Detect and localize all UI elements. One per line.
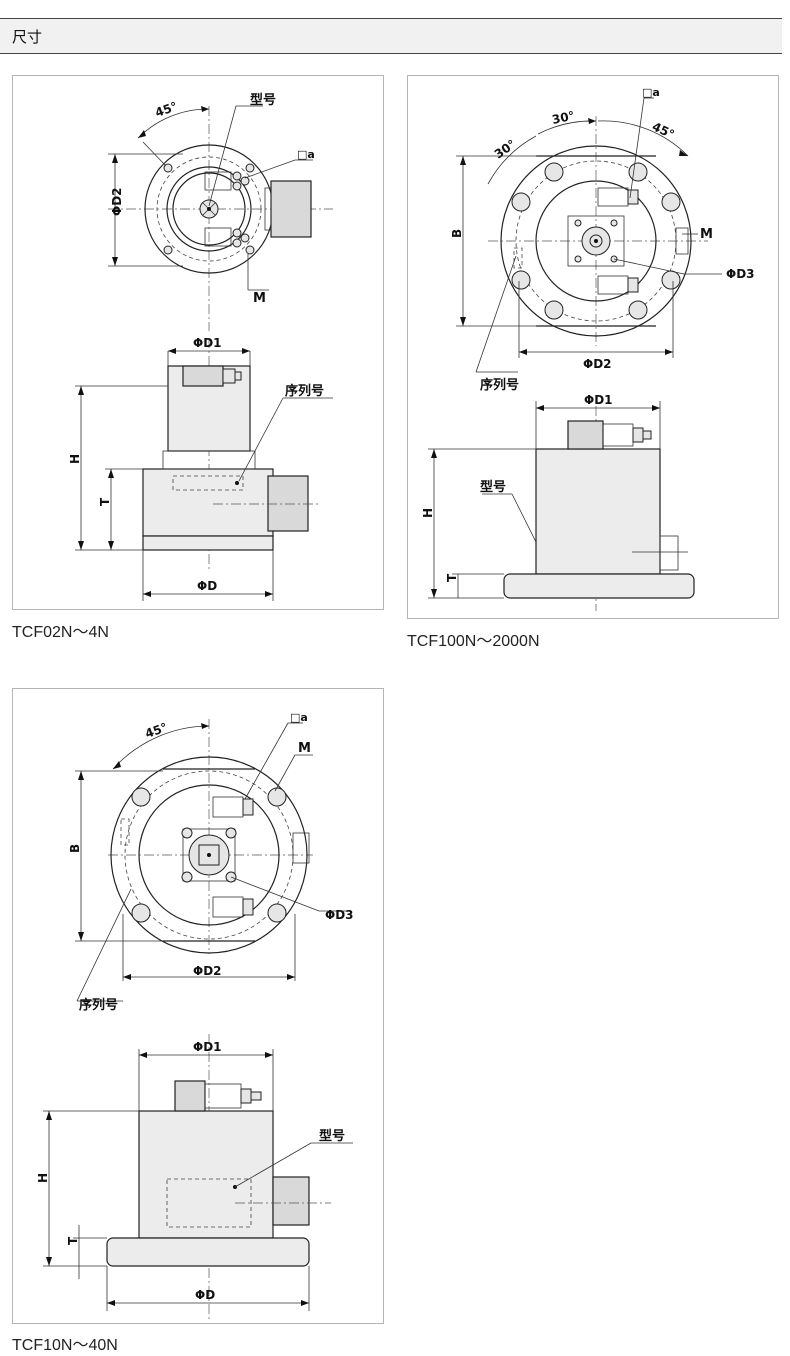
drawing-panel-tcf100: 30° 30° 45° □a M ΦD3 B ΦD2 序列号 ΦD1	[407, 75, 779, 619]
label-t: T	[98, 497, 112, 506]
label-phi-d2: ΦD2	[583, 357, 612, 371]
label-t: T	[445, 573, 459, 582]
label-m: M	[253, 291, 266, 306]
label-m: M	[700, 227, 713, 242]
label-t: T	[66, 1236, 80, 1245]
label-phi-d3: ΦD3	[726, 267, 755, 281]
label-model: 型号	[480, 479, 506, 495]
label-phi-d1: ΦD1	[193, 336, 222, 350]
label-sq-a: □a	[297, 148, 315, 161]
drawing-panel-tcf10: 45° □a M ΦD3 B ΦD2 序列号	[12, 688, 384, 1324]
caption-tcf02: TCF02N～4N	[12, 624, 109, 641]
drawing-panel-tcf02: 45° 型号 □a ΦD2 M	[12, 75, 384, 610]
top-view	[108, 105, 333, 331]
label-serial: 序列号	[285, 383, 324, 399]
label-phi-d1: ΦD1	[584, 393, 613, 407]
label-angle-30-top: 30°	[551, 109, 576, 127]
side-view	[43, 1034, 353, 1319]
label-b: B	[68, 844, 82, 853]
label-angle-45: 45°	[650, 119, 676, 141]
label-serial: 序列号	[480, 377, 519, 393]
side-view	[75, 338, 333, 601]
label-phi-d: ΦD	[197, 579, 217, 593]
label-h: H	[36, 1173, 50, 1183]
label-m: M	[298, 741, 311, 756]
label-h: H	[68, 454, 82, 464]
label-b: B	[450, 229, 464, 238]
label-serial: 序列号	[79, 997, 118, 1013]
section-title: 尺寸	[12, 28, 43, 46]
label-sq-a: □a	[642, 86, 660, 99]
label-angle-45: 45°	[143, 720, 169, 741]
label-phi-d2: ΦD2	[110, 187, 124, 216]
top-view	[75, 719, 351, 1002]
section-header: 尺寸	[0, 18, 782, 54]
label-angle-30-left: 30°	[492, 137, 519, 161]
drawing-tcf02: 45° 型号 □a ΦD2 M	[68, 92, 333, 601]
label-phi-d3: ΦD3	[325, 908, 354, 922]
label-phi-d2: ΦD2	[193, 964, 222, 978]
drawing-tcf10: 45° □a M ΦD3 B ΦD2 序列号	[36, 711, 354, 1319]
caption-tcf10: TCF10N～40N	[12, 1337, 118, 1354]
drawing-tcf100: 30° 30° 45° □a M ΦD3 B ΦD2 序列号 ΦD1	[421, 86, 755, 611]
label-sq-a: □a	[290, 711, 308, 724]
label-angle-45: 45°	[153, 99, 179, 120]
side-view	[428, 401, 695, 611]
top-view	[456, 97, 722, 373]
label-phi-d: ΦD	[195, 1288, 215, 1302]
caption-tcf100: TCF100N～2000N	[407, 633, 540, 650]
label-model: 型号	[250, 92, 276, 108]
label-h: H	[421, 508, 435, 518]
label-model: 型号	[319, 1128, 345, 1144]
label-phi-d1: ΦD1	[193, 1040, 222, 1054]
